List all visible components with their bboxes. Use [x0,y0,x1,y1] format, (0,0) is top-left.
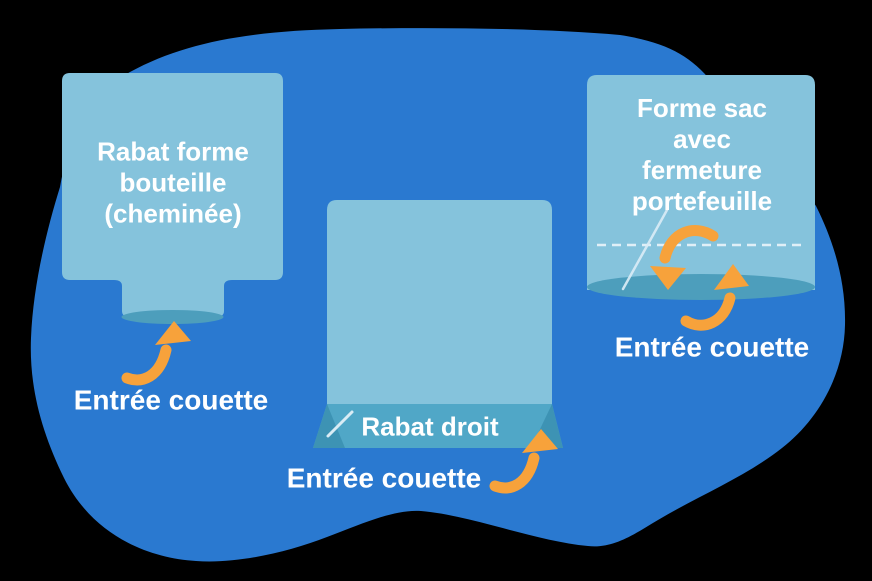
wallet-seam-line [621,208,669,291]
curved-arrow-left-icon [121,321,191,386]
wallet-closure-cover [587,75,815,290]
entree-couette-label-middle: Entrée couette [286,462,482,494]
wallet-closure-title: Forme sac avec fermeture portefeuille [631,93,773,216]
flap-seam-line [326,410,354,438]
chimney-opening-ellipse [121,310,224,324]
curved-arrow-tuck-down-icon [650,225,719,290]
bottle-shape-cover [62,73,283,317]
entree-couette-label-left: Entrée couette [73,384,269,416]
rabat-droit-label: Rabat droit [361,411,499,442]
curved-arrow-tuck-up-icon [680,264,749,331]
straight-flap-trapezoid [313,404,563,448]
flap-shade-left-triangle [313,404,345,448]
bottle-shape-title: Rabat forme bouteille (cheminée) [97,136,249,229]
entree-couette-label-right: Entrée couette [614,331,810,363]
curved-arrow-middle-icon [489,429,558,494]
bag-opening-ellipse [587,274,815,300]
straight-flap-cover [327,200,552,408]
